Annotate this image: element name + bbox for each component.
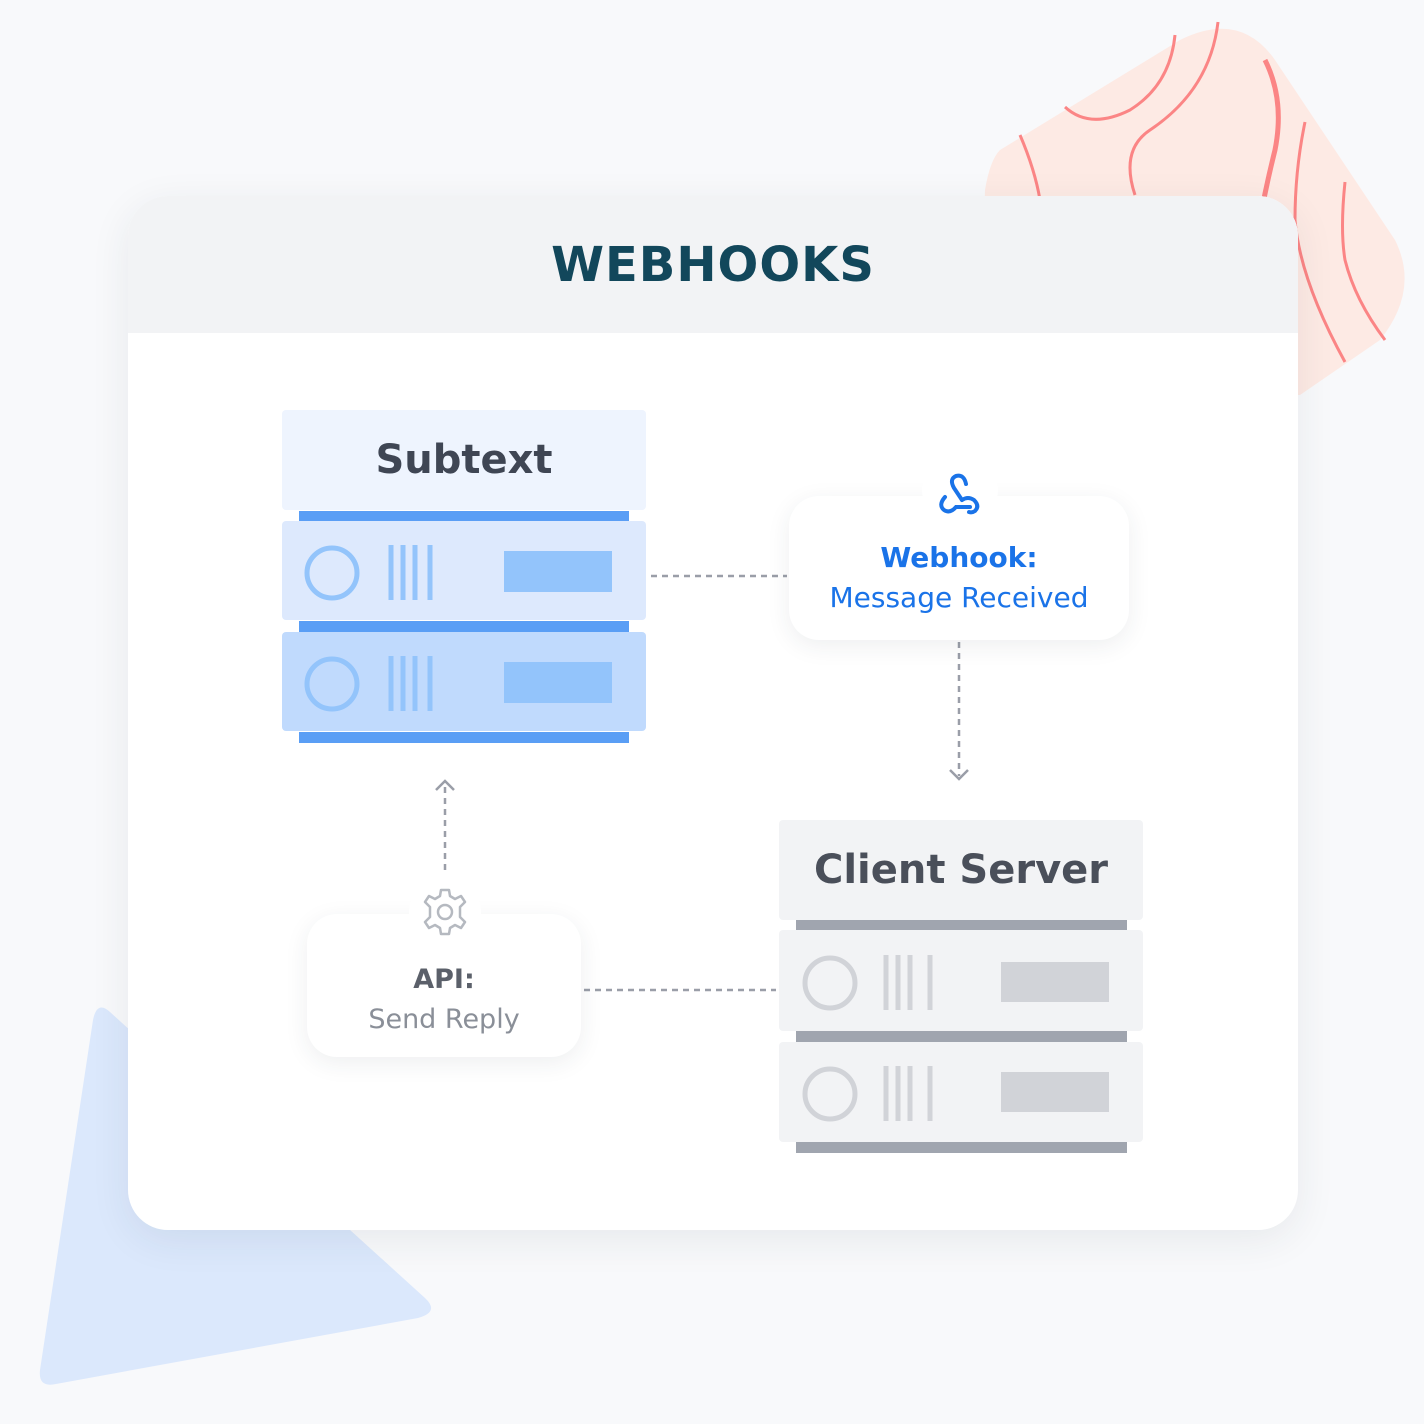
webhook-event-label: Message Received	[829, 581, 1089, 614]
webhook-icon-badge	[922, 452, 998, 528]
gear-icon-badge	[409, 876, 481, 948]
client-server-label: Client Server	[813, 847, 1109, 893]
subtext-server-label: Subtext	[375, 437, 553, 483]
webhook-message-received-box: Webhook: Message Received	[789, 496, 1129, 640]
client-server-rack	[779, 920, 1143, 1153]
gear-icon	[423, 888, 467, 936]
arrow-down-icon	[949, 769, 969, 781]
api-label: API:	[413, 963, 475, 995]
client-server-header: Client Server	[779, 820, 1143, 920]
api-action-label: Send Reply	[368, 1003, 520, 1035]
webhook-icon	[939, 473, 980, 515]
webhook-label: Webhook:	[880, 541, 1038, 574]
subtext-server-rack	[282, 511, 646, 743]
card-header: WEBHOOKS	[128, 196, 1298, 333]
page-title: WEBHOOKS	[551, 236, 875, 293]
arrow-up-icon	[435, 779, 455, 791]
subtext-server-header: Subtext	[282, 410, 646, 510]
